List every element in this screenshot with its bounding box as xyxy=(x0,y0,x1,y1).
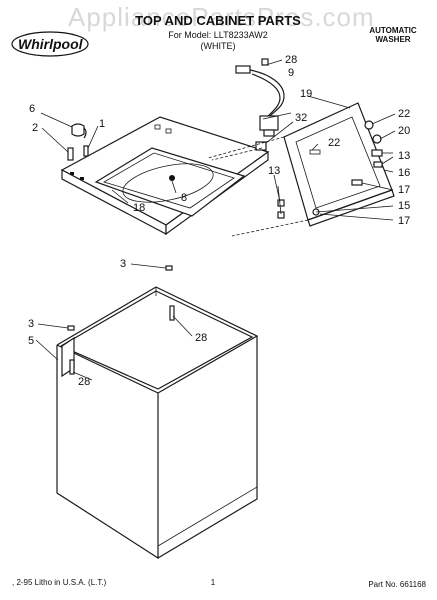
callouts: 6 2 1 18 8 28 9 19 32 22 22 20 13 16 17 … xyxy=(28,54,410,388)
footer-part-number: Part No. 661168 xyxy=(368,580,426,589)
callout-13-right: 13 xyxy=(398,150,410,162)
brand-name: Whirlpool xyxy=(18,36,84,52)
brand-logo: Whirlpool xyxy=(11,31,89,57)
callout-28-left: 28 xyxy=(78,376,90,388)
watermark-text: AppliancePartsPros.com xyxy=(68,2,375,32)
product-type-line2: WASHER xyxy=(375,35,410,44)
callout-22-inner: 22 xyxy=(328,137,340,149)
callout-19: 19 xyxy=(300,88,312,100)
leader-18 xyxy=(111,189,129,204)
callout-16: 16 xyxy=(398,167,410,179)
callout-28-right: 28 xyxy=(195,332,207,344)
callout-15: 15 xyxy=(398,200,410,212)
callout-3-lower: 3 xyxy=(28,318,34,330)
color-line: (WHITE) xyxy=(201,41,236,51)
footer-litho: , 2-95 Litho in U.S.A. (L.T.) xyxy=(12,578,107,587)
leader-8 xyxy=(171,180,177,194)
model-line: For Model: LLT8233AW2 xyxy=(168,30,268,40)
callout-22-right: 22 xyxy=(398,108,410,120)
callout-5: 5 xyxy=(28,335,34,347)
callout-6: 6 xyxy=(29,103,35,115)
product-type-line1: AUTOMATIC xyxy=(369,26,416,35)
callout-18: 18 xyxy=(133,202,145,214)
callout-17-upper: 17 xyxy=(398,184,410,196)
lid-switch-harness xyxy=(211,58,294,161)
callout-3-upper: 3 xyxy=(120,258,126,270)
callout-9: 9 xyxy=(288,67,294,79)
callout-20: 20 xyxy=(398,125,410,137)
callout-32: 32 xyxy=(295,112,307,124)
callout-8: 8 xyxy=(181,192,187,204)
page-title: TOP AND CABINET PARTS xyxy=(135,13,301,28)
callout-17-lower: 17 xyxy=(398,215,410,227)
top-panel xyxy=(60,116,270,236)
callout-28-top: 28 xyxy=(285,54,297,66)
footer-page-number: 1 xyxy=(211,578,216,587)
callout-2: 2 xyxy=(32,122,38,134)
hinge-screws xyxy=(40,112,99,161)
callout-1: 1 xyxy=(99,118,105,130)
cabinet xyxy=(35,263,259,560)
lid-assembly xyxy=(207,95,396,237)
callout-13-left: 13 xyxy=(268,165,280,177)
